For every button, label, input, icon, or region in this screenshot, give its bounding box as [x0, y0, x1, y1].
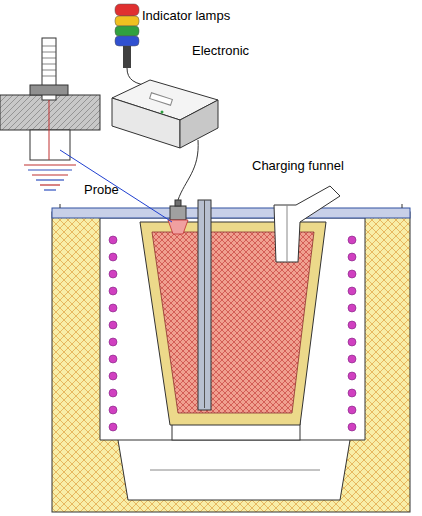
- part-label: Charging funnel: [252, 158, 344, 173]
- part-label: Electronic: [192, 43, 249, 58]
- part-label: Probe: [84, 182, 119, 197]
- part-label: Indicator lamps: [142, 8, 230, 23]
